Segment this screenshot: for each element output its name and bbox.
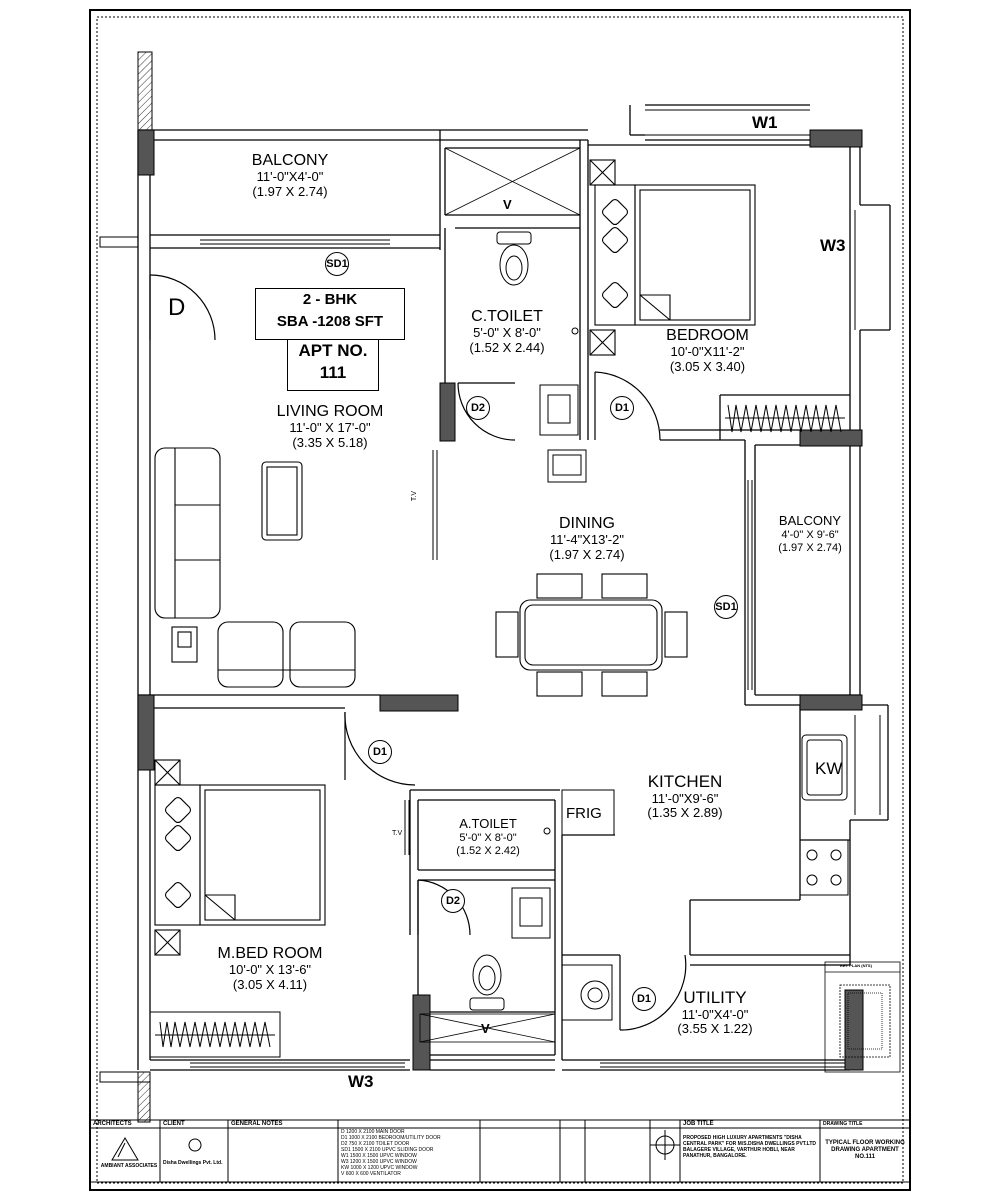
room-metric: (3.05 X 4.11)	[232, 977, 308, 993]
window-tag-w3-bedroom: W3	[820, 236, 846, 255]
door-tag-d1-bedroom: D1	[610, 396, 634, 420]
room-name: LIVING ROOM	[276, 403, 384, 420]
apartment-number-box: APT NO. 111	[287, 340, 379, 391]
architect-logo	[111, 1137, 202, 1161]
north-arrow	[650, 1130, 680, 1160]
walls	[137, 104, 891, 1071]
title-block-grid	[89, 1119, 911, 1183]
room-dimension: 5'-0" X 8'-0"	[459, 831, 517, 844]
room-metric: (1.97 X 2.74)	[252, 184, 328, 200]
room-dimension: 5'-0" X 8'-0"	[473, 325, 541, 341]
tv-label-living: T.V	[411, 490, 419, 502]
schedule-row: V 600 X 600 VENTILATOR	[341, 1171, 401, 1177]
room-metric: (3.55 X 1.22)	[677, 1021, 753, 1037]
room-label-utility: UTILITY 11'-0"X4'-0" (3.55 X 1.22)	[660, 988, 770, 1037]
room-dimension: 11'-0" X 17'-0"	[289, 420, 371, 436]
living-furniture	[154, 447, 356, 688]
room-name: BALCONY	[778, 513, 842, 528]
bhk-label: 2 - BHK	[302, 291, 358, 308]
room-name: BALCONY	[251, 152, 329, 169]
architect-name: AMBIANT ASSOCIATES	[100, 1163, 158, 1169]
sliding-door-tag-sd1-top: SD1	[325, 252, 349, 276]
key-plan-label: KEY PLAN (NTS)	[840, 963, 872, 968]
apt-no-label: APT NO.	[298, 341, 368, 360]
window-tag-w3-mbed: W3	[348, 1072, 374, 1091]
room-label-atoilet: A.TOILET 5'-0" X 8'-0" (1.52 X 2.42)	[438, 816, 538, 857]
door-tag-d1-mbed: D1	[368, 740, 392, 764]
room-name: M.BED ROOM	[217, 945, 323, 962]
ventilators	[419, 147, 581, 1043]
door-tag-d1-utility: D1	[632, 987, 656, 1011]
client-label: CLIENT	[163, 1121, 185, 1127]
architects-label: ARCHITECTS	[93, 1121, 132, 1127]
drawing-title-label: DRAWING TITLE	[823, 1121, 863, 1127]
schedule-row: D2 750 X 2100 TOILET DOOR	[341, 1141, 410, 1147]
schedule-row: W3 1200 X 1500 UPVC WINDOW	[341, 1159, 417, 1165]
room-name: BEDROOM	[666, 327, 749, 344]
sliding-door-tag-sd1-right: SD1	[714, 595, 738, 619]
bedroom-bed	[589, 159, 756, 356]
apt-no-value: 111	[319, 363, 347, 382]
room-name: C.TOILET	[471, 308, 543, 325]
room-dimension: 11'-0"X4'-0"	[256, 169, 324, 185]
room-metric: (3.35 X 5.18)	[292, 435, 368, 451]
room-dimension: 10'-0"X11'-2"	[670, 344, 745, 360]
room-label-living: LIVING ROOM 11'-0" X 17'-0" (3.35 X 5.18…	[250, 403, 410, 451]
fridge-label: FRIG	[566, 805, 602, 822]
kitchen-fixtures	[561, 734, 849, 1021]
room-label-balcony-top: BALCONY 11'-0"X4'-0" (1.97 X 2.74)	[225, 152, 355, 200]
room-label-master-bedroom: M.BED ROOM 10'-0" X 13'-6" (3.05 X 4.11)	[200, 945, 340, 993]
schedule-row: D1 1000 X 2100 BEDROOM/UTILITY DOOR	[341, 1135, 441, 1141]
wardrobes	[149, 404, 845, 1058]
master-bed	[154, 759, 326, 956]
room-dimension: 11'-4"X13'-2"	[550, 532, 624, 548]
room-label-dining: DINING 11'-4"X13'-2" (1.97 X 2.74)	[527, 515, 647, 563]
doors	[149, 274, 687, 1031]
door-tag-d2-ctoilet: D2	[466, 396, 490, 420]
general-notes-label: GENERAL NOTES	[231, 1121, 283, 1127]
room-metric: (1.97 X 2.74)	[549, 547, 625, 563]
door-tag-d2-atoilet: D2	[441, 889, 465, 913]
job-title-label: JOB TITLE	[683, 1121, 714, 1127]
schedule-row: D 1200 X 2100 MAIN DOOR	[341, 1129, 405, 1135]
room-dimension: 11'-0"X4'-0"	[681, 1006, 749, 1022]
schedule-row: KW 1000 X 1200 UPVC WINDOW	[341, 1165, 418, 1171]
room-dimension: 4'-0" X 9'-6"	[781, 528, 839, 541]
door-window-schedule: D 1200 X 2100 MAIN DOOR D1 1000 X 2100 B…	[341, 1129, 477, 1177]
room-name: A.TOILET	[459, 816, 517, 831]
windows	[190, 109, 881, 1068]
ventilator-tag-atoilet: V	[481, 1021, 490, 1036]
toilet-fixtures	[469, 231, 587, 1011]
kitchen-window-tag-kw: KW	[815, 759, 843, 778]
room-label-kitchen: KITCHEN 11'-0"X9'-6" (1.35 X 2.89)	[630, 772, 740, 821]
sba-label: SBA -1208 SFT	[276, 313, 384, 330]
apartment-info-box: 2 - BHK SBA -1208 SFT	[255, 288, 405, 340]
room-label-bedroom: BEDROOM 10'-0"X11'-2" (3.05 X 3.40)	[650, 327, 765, 375]
room-name: KITCHEN	[647, 772, 723, 791]
dining-table	[495, 573, 688, 697]
ventilator-tag-ctoilet: V	[503, 197, 512, 212]
room-metric: (1.35 X 2.89)	[647, 805, 723, 821]
room-dimension: 11'-0"X9'-6"	[651, 790, 719, 806]
room-label-ctoilet: C.TOILET 5'-0" X 8'-0" (1.52 X 2.44)	[452, 308, 562, 356]
room-metric: (1.52 X 2.42)	[456, 844, 520, 857]
room-label-balcony-right: BALCONY 4'-0" X 9'-6" (1.97 X 2.74)	[765, 513, 855, 554]
drawing-title: TYPICAL FLOOR WORKING DRAWING APARTMENT …	[825, 1140, 905, 1160]
client-name: Disha Dwellings Pvt. Ltd.	[163, 1160, 223, 1166]
schedule-row: SD1 1500 X 2100 UPVC SLIDING DOOR	[341, 1147, 434, 1153]
project-title: PROPOSED HIGH LUXURY APARTMENTS "DISHA C…	[683, 1135, 817, 1159]
room-metric: (1.97 X 2.74)	[778, 541, 842, 554]
room-name: DINING	[559, 515, 615, 532]
key-plan	[824, 961, 901, 1073]
schedule-row: W1 1500 X 1500 UPVC WINDOW	[341, 1153, 417, 1159]
room-metric: (3.05 X 3.40)	[669, 359, 746, 375]
window-tag-w1: W1	[752, 113, 778, 132]
room-name: UTILITY	[683, 988, 747, 1007]
room-metric: (1.52 X 2.44)	[469, 340, 545, 356]
room-dimension: 10'-0" X 13'-6"	[228, 962, 312, 978]
tv-label-mbed: T.V	[392, 830, 403, 837]
columns	[137, 129, 864, 1071]
main-door-tag: D	[168, 294, 186, 321]
